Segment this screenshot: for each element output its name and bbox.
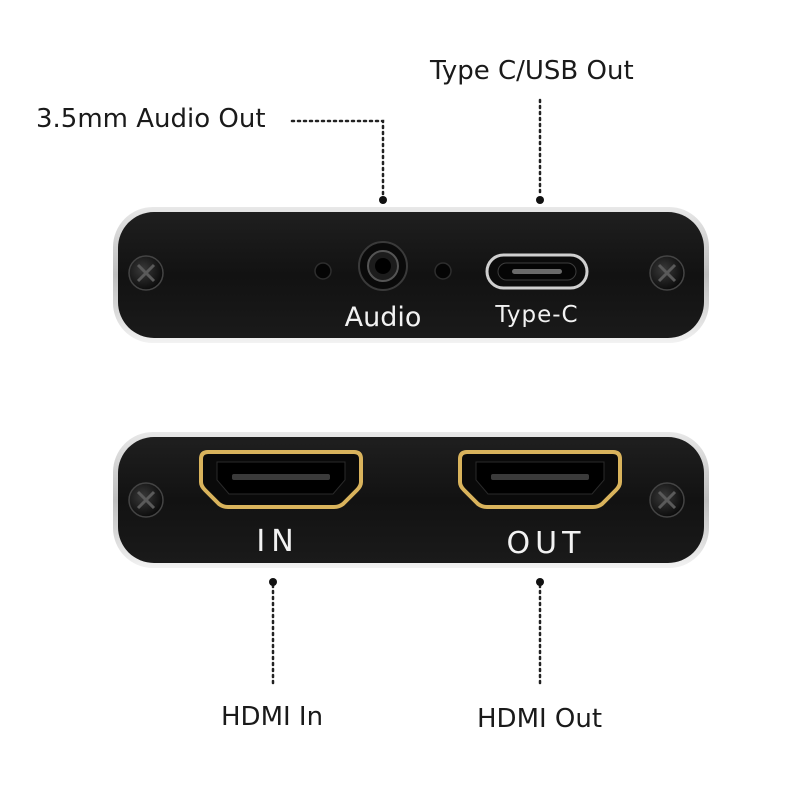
screw-icon	[649, 255, 685, 291]
hdmi-out-callout: HDMI Out	[477, 704, 603, 734]
audio-jack-icon	[358, 241, 408, 291]
audio-leader-dot	[379, 196, 387, 204]
led-hole-icon	[314, 262, 332, 280]
screw-icon	[128, 482, 164, 518]
screw-icon	[649, 482, 685, 518]
leader-dots	[269, 196, 544, 586]
hdmi-in-callout: HDMI In	[221, 702, 324, 732]
screw-icon	[128, 255, 164, 291]
hdmi-out-port-label: OUT	[507, 526, 586, 561]
audio-port-label: Audio	[345, 302, 422, 333]
hdmi-in-leader-dot	[269, 578, 277, 586]
led-hole-icon	[434, 262, 452, 280]
typec-leader-dot	[536, 196, 544, 204]
top-panel-face	[118, 212, 704, 338]
top-panel: Audio Type-C	[113, 207, 709, 343]
audio-out-callout: 3.5mm Audio Out	[36, 104, 266, 134]
hdmi-in-port-icon	[199, 450, 363, 509]
typec-port-label: Type-C	[494, 302, 578, 328]
type-c-out-callout: Type C/USB Out	[430, 56, 634, 86]
hdmi-out-port-icon	[458, 450, 622, 509]
audio-leader-line	[290, 119, 385, 198]
hdmi-in-port-label: IN	[256, 524, 299, 559]
leader-lines	[271, 98, 542, 687]
bottom-panel: IN OUT	[113, 432, 709, 568]
type-c-port-icon	[485, 253, 589, 290]
hdmi-out-leader-dot	[536, 578, 544, 586]
